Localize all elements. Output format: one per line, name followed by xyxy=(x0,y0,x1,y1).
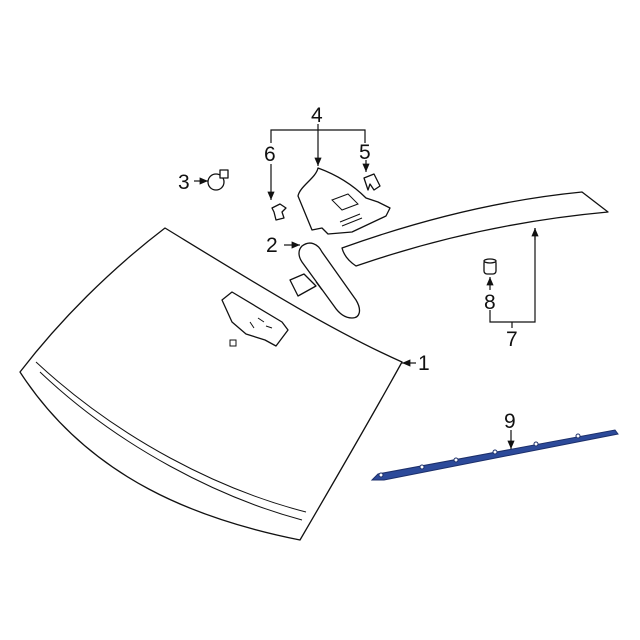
leader-lines xyxy=(194,124,539,449)
callout-5: 5 xyxy=(359,141,371,164)
callout-9: 9 xyxy=(504,410,516,433)
callout-8: 8 xyxy=(484,291,496,314)
fastener[interactable] xyxy=(271,203,287,221)
rearview-mirror[interactable] xyxy=(289,242,361,319)
windshield[interactable] xyxy=(19,227,403,541)
pillar-trim[interactable] xyxy=(341,191,609,267)
callout-3: 3 xyxy=(178,171,190,194)
sensor[interactable] xyxy=(207,169,229,191)
mirror-cover[interactable] xyxy=(297,167,391,235)
callout-7: 7 xyxy=(506,328,518,351)
clip[interactable] xyxy=(363,173,381,191)
callout-4: 4 xyxy=(311,104,323,127)
mirror-mount-bracket xyxy=(221,291,289,347)
plug[interactable] xyxy=(483,258,497,275)
callout-6: 6 xyxy=(264,143,276,166)
callout-2: 2 xyxy=(266,234,278,257)
callout-1: 1 xyxy=(418,352,430,375)
molding[interactable] xyxy=(370,429,619,481)
